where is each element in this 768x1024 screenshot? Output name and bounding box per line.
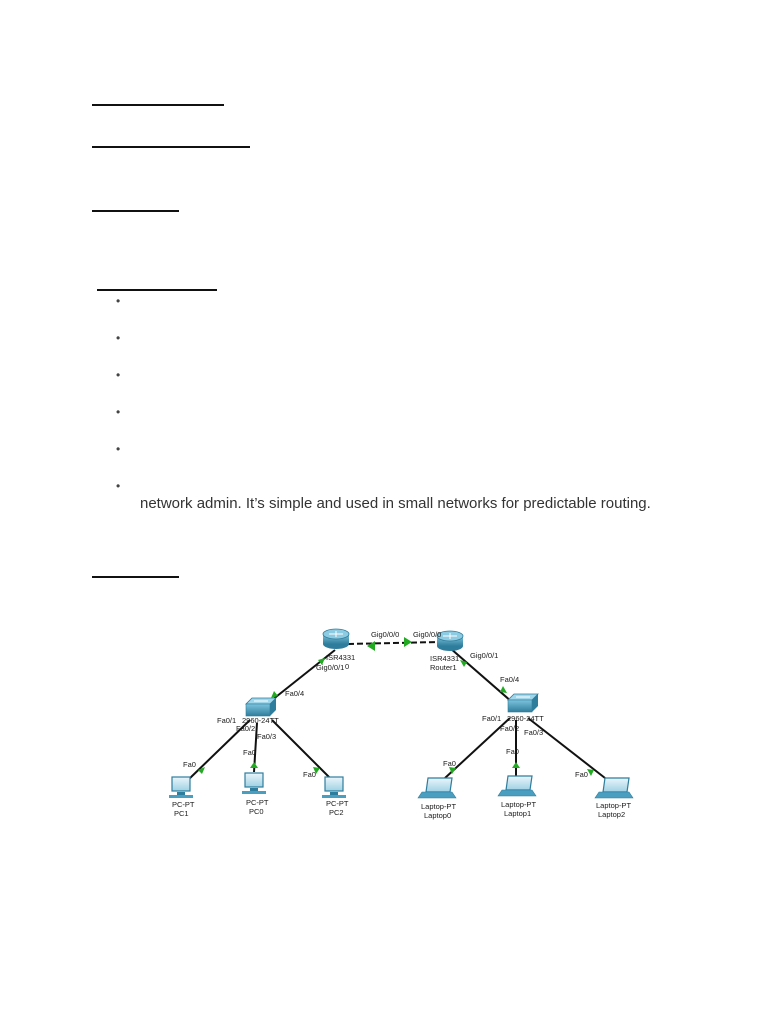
link-router1-switch1 [449,647,513,703]
port-label-sw0-p1: Fa0/1 [217,716,236,725]
switch-1[interactable] [507,693,539,713]
port-label-laptop2: Fa0 [575,770,588,779]
heading-rule-4 [97,289,217,291]
list-bullet: • [116,368,121,382]
pc1-name-label: PC1 [174,809,189,818]
port-label-sw1-p2: Fa0/2 [500,724,519,733]
laptop1-model-label: Laptop-PT [501,800,536,809]
switch-0[interactable] [245,697,277,717]
list-bullet: • [116,331,121,345]
network-topology-diagram: ISR4331 0 ISR4331 Router1 2960-24TT 2960… [169,628,634,820]
laptop2-name-label: Laptop2 [598,810,625,819]
pc-icon-pc2[interactable] [322,776,346,798]
port-label-sw0-p2: Fa0/2 [236,724,255,733]
link-switch1-laptop2 [527,717,606,779]
router0-model-label: ISR4331 [326,653,355,662]
list-bullet: • [116,294,121,308]
heading-rule-5 [92,576,179,578]
heading-rule-2 [92,146,250,148]
port-label-r1-sw1: Gig0/0/1 [470,651,498,660]
port-label-sw1-p3: Fa0/3 [524,728,543,737]
laptop0-model-label: Laptop-PT [421,802,456,811]
laptop1-name-label: Laptop1 [504,809,531,818]
pc-icon-pc0[interactable] [242,772,266,794]
heading-rule-1 [92,104,224,106]
laptop-icon-laptop0[interactable] [417,777,457,799]
link-router0-router1 [347,641,441,645]
list-bullet: • [116,479,121,493]
paragraph-text: network admin. It’s simple and used in s… [140,495,651,512]
port-label-r1-r0: Gig0/0/0 [413,630,441,639]
pc2-model-label: PC-PT [326,799,349,808]
port-label-pc2: Fa0 [303,770,316,779]
port-label-pc1: Fa0 [183,760,196,769]
router1-model-label: ISR4331 [430,654,459,663]
port-label-r0-r1: Gig0/0/0 [371,630,399,639]
switch1-model-label: 2960-24TT [507,714,544,723]
laptop0-name-label: Laptop0 [424,811,451,820]
pc0-name-label: PC0 [249,807,264,816]
port-label-sw1-up: Fa0/4 [500,675,519,684]
router-1[interactable] [436,630,464,651]
port-label-r0-sw0: Gig0/0/1 [316,663,344,672]
router-0[interactable] [322,628,350,649]
laptop2-model-label: Laptop-PT [596,801,631,810]
pc-icon-pc1[interactable] [169,776,193,798]
list-bullet: • [116,405,121,419]
port-label-laptop1: Fa0 [506,747,519,756]
pc2-name-label: PC2 [329,808,344,817]
laptop-icon-laptop2[interactable] [594,777,634,799]
list-bullet: • [116,442,121,456]
port-label-laptop0: Fa0 [443,759,456,768]
port-label-sw1-p1: Fa0/1 [482,714,501,723]
link-status-indicators [198,637,594,776]
router0-name-label: 0 [345,662,349,671]
laptop-icon-laptop1[interactable] [497,775,537,797]
pc1-model-label: PC-PT [172,800,195,809]
port-label-pc0: Fa0 [243,748,256,757]
port-label-sw0-p3: Fa0/3 [257,732,276,741]
link-switch0-pc2 [271,719,331,779]
port-label-sw0-up: Fa0/4 [285,689,304,698]
router1-name-label: Router1 [430,663,457,672]
switch0-model-label: 2960-24TT [242,716,279,725]
pc0-model-label: PC-PT [246,798,269,807]
heading-rule-3 [92,210,179,212]
